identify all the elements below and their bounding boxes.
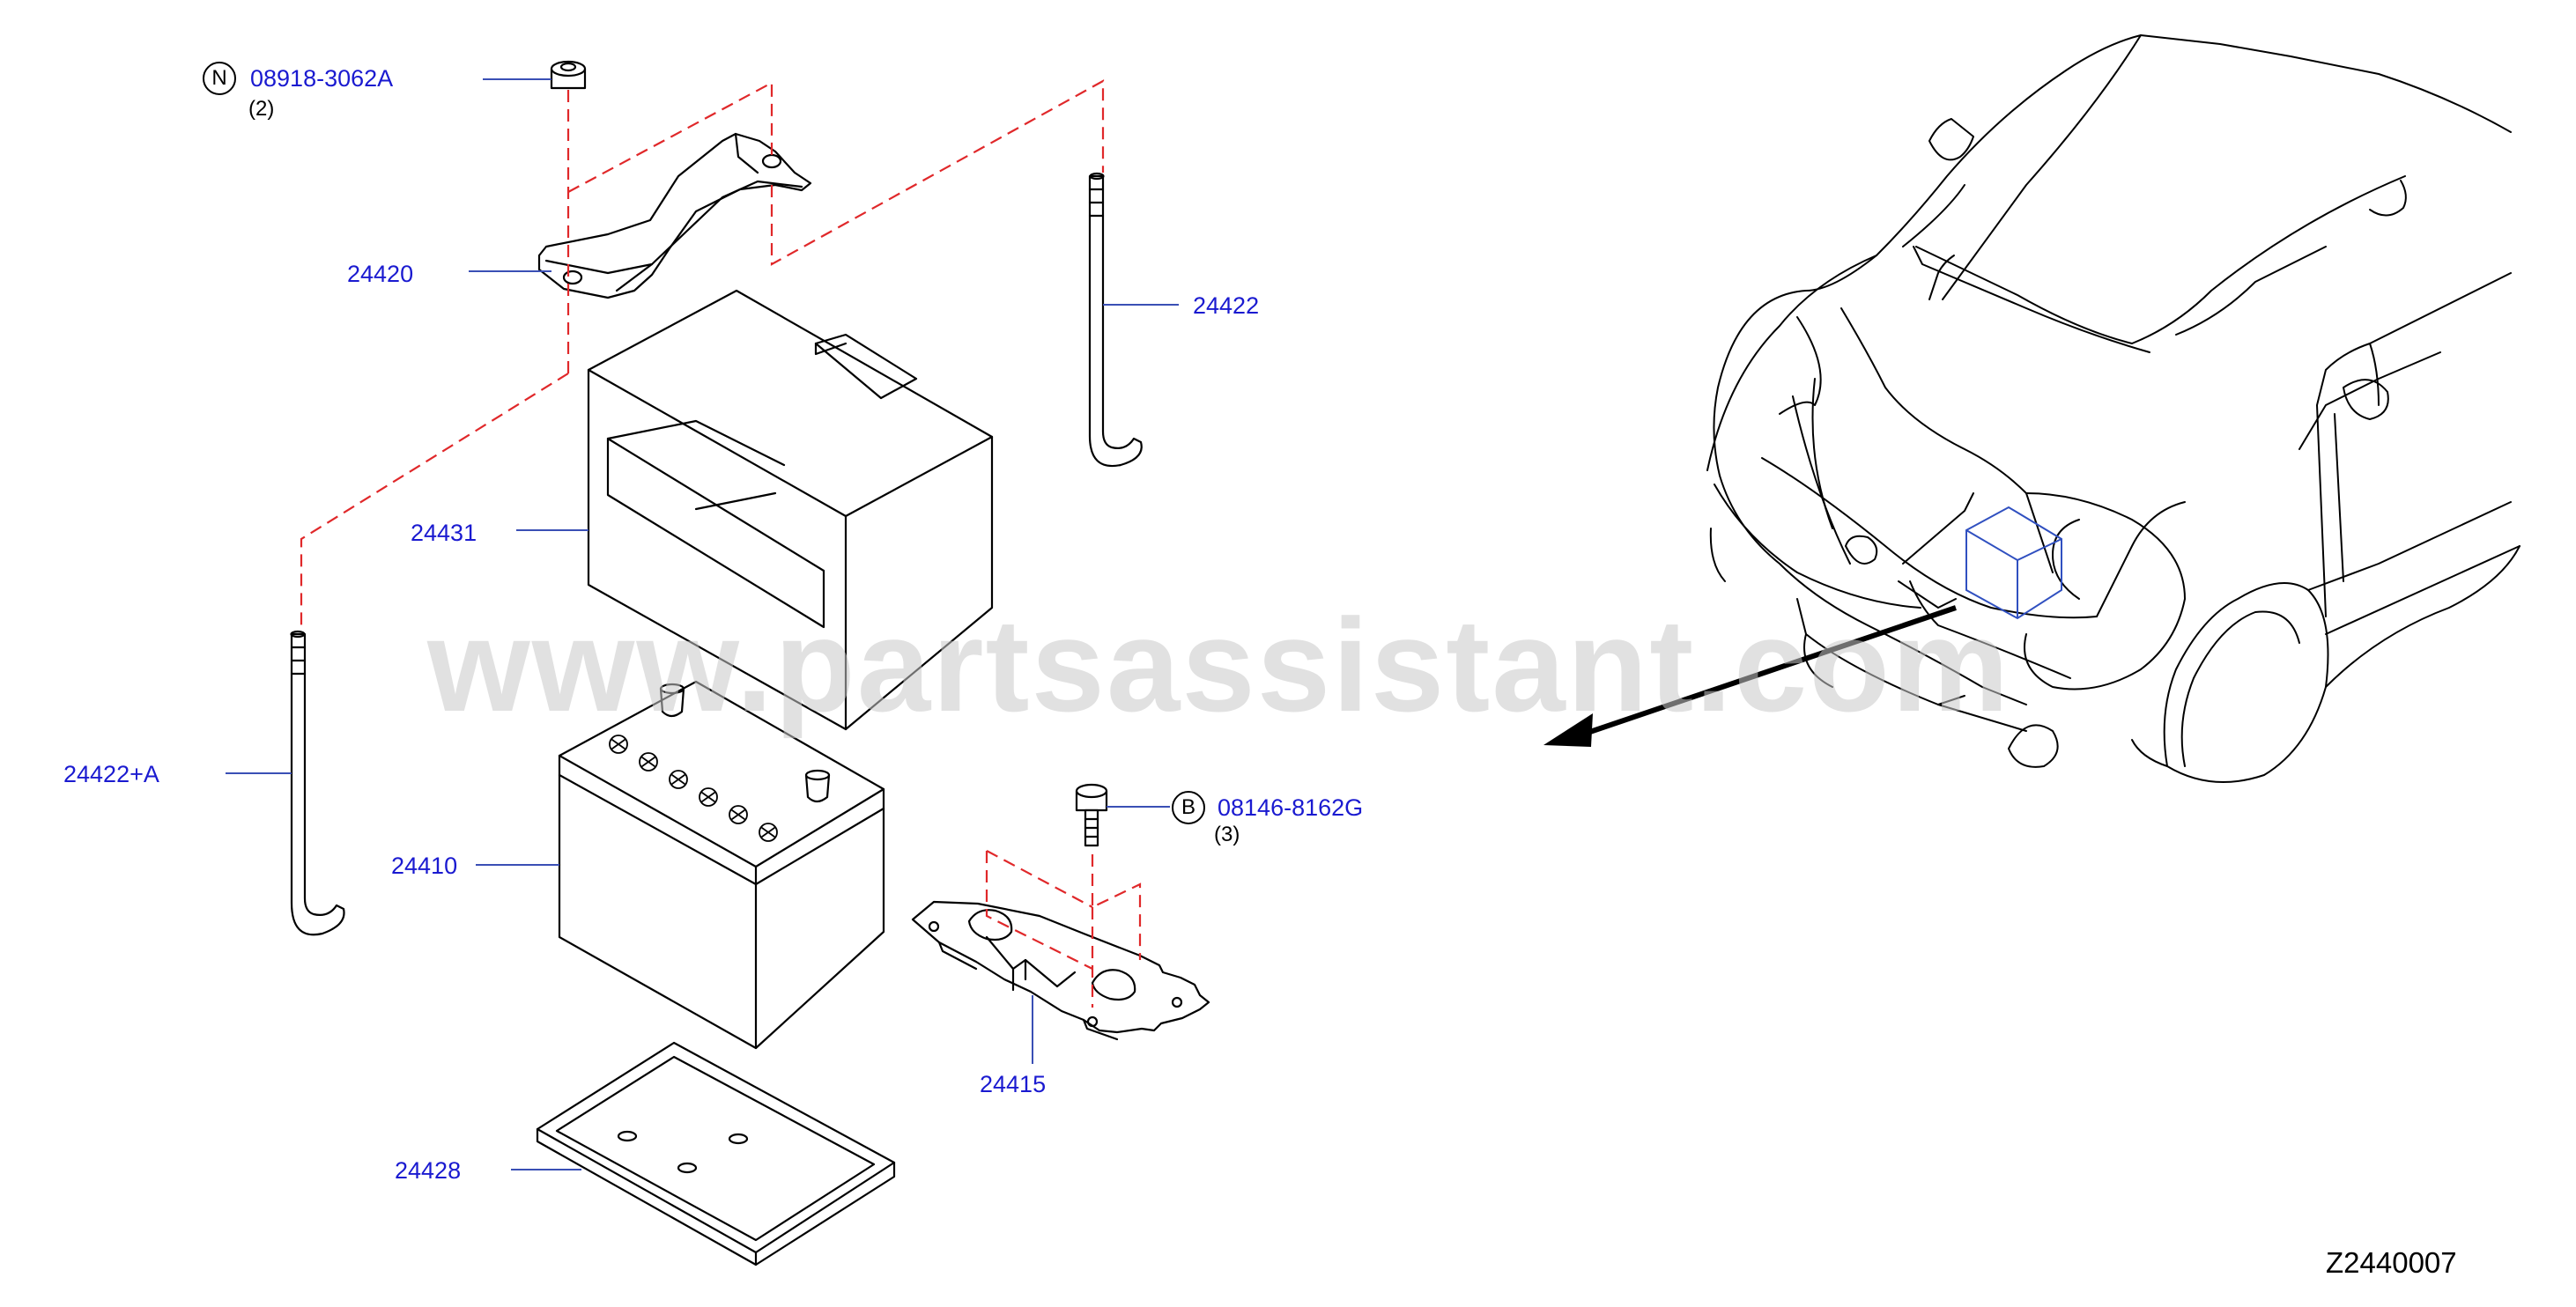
diagram-code: Z2440007: [2326, 1246, 2457, 1279]
j-bolt-right: [1088, 172, 1143, 468]
assembly-dashed-lines: [300, 79, 1142, 1008]
bolt-part: [1075, 783, 1108, 847]
hold-down-bracket: [537, 132, 812, 299]
part-label-24422[interactable]: 24422: [1193, 292, 1260, 319]
battery-location-box: [1965, 506, 2062, 620]
part-label-24420[interactable]: 24420: [347, 261, 414, 287]
part-label-24422-A[interactable]: 24422+A: [63, 761, 159, 787]
vehicle-drawing: [1706, 34, 2520, 783]
battery-cover: [587, 289, 994, 731]
leader-lines: [226, 78, 1179, 1170]
part-label-24428[interactable]: 24428: [395, 1157, 462, 1184]
watermark: www.partsassistant.com: [427, 591, 2011, 739]
clamp-bracket: [911, 900, 1210, 1041]
part-label-24431[interactable]: 24431: [411, 520, 477, 546]
j-bolt-left: [290, 630, 345, 936]
battery-tray: [536, 1041, 896, 1266]
location-arrow: [1543, 605, 1957, 747]
part-label-08146-8162G[interactable]: 08146-8162G: [1218, 794, 1364, 821]
qty-08146-8162G: (3): [1214, 823, 1240, 846]
part-label-08918-3062A[interactable]: 08918-3062A: [250, 65, 394, 92]
part-label-24410[interactable]: 24410: [391, 853, 458, 879]
note-badge-b: B: [1172, 791, 1205, 824]
nut-part: [550, 60, 587, 90]
battery: [558, 680, 885, 1050]
qty-08918-3062A: (2): [248, 97, 275, 121]
part-label-24415[interactable]: 24415: [980, 1071, 1047, 1097]
note-badge-n: N: [203, 62, 236, 95]
